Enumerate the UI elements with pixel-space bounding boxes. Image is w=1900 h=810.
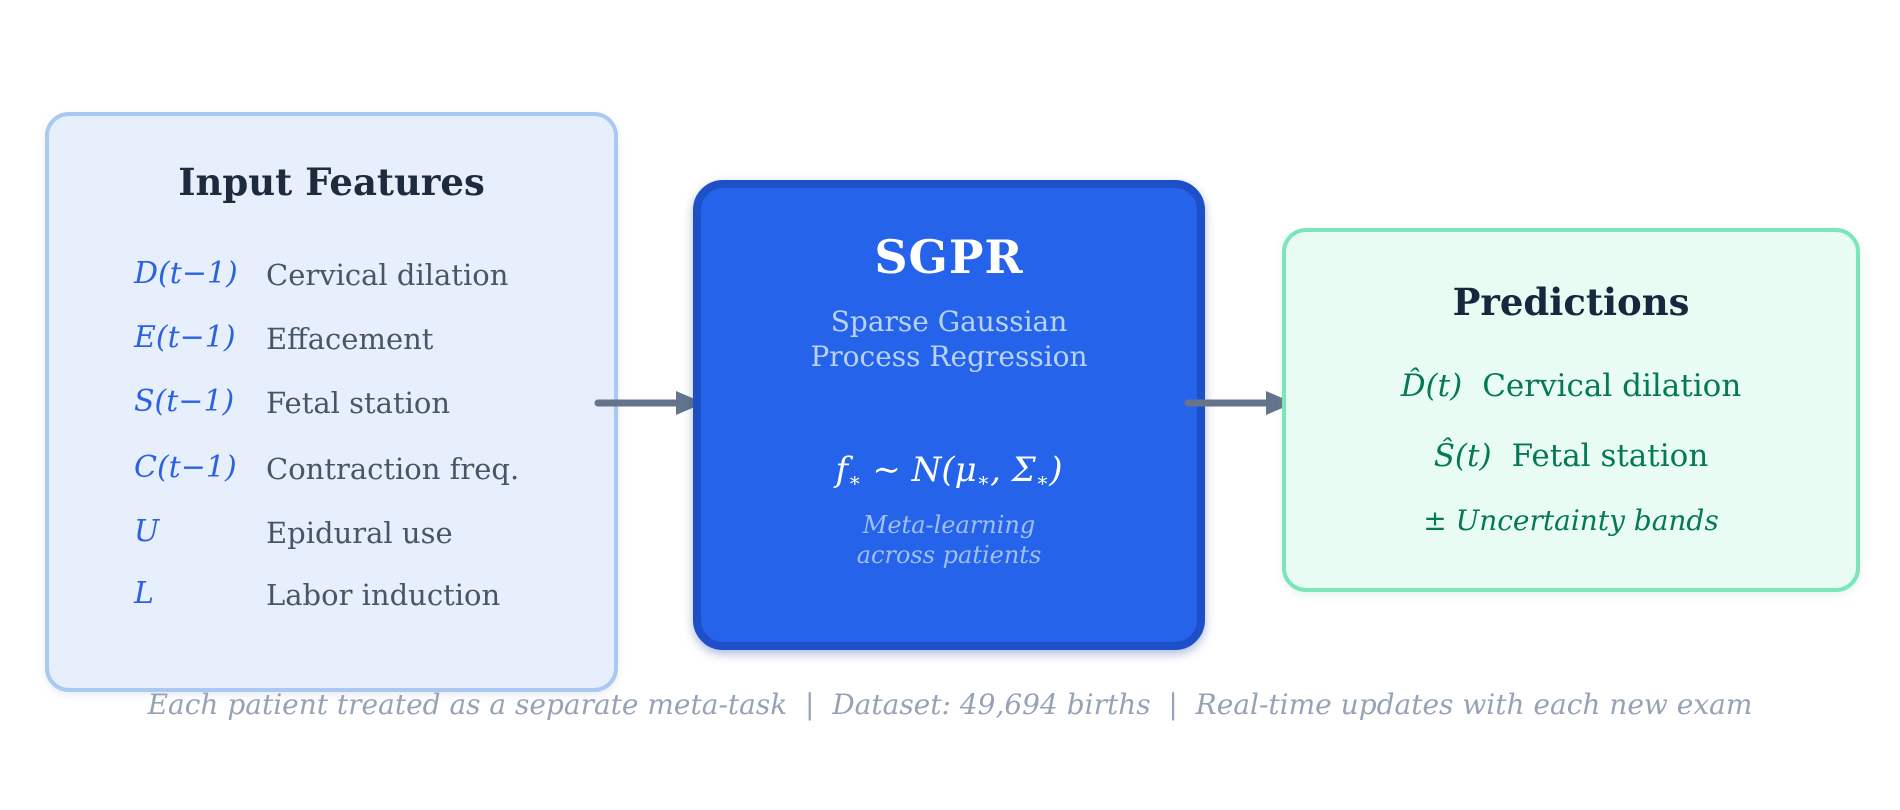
sgpr-model-box: SGPR Sparse Gaussian Process Regression … [693, 180, 1205, 650]
diagram-caption: Each patient treated as a separate meta-… [147, 688, 1753, 721]
prediction-label: Cervical dilation [1482, 368, 1742, 404]
formula-f: f [835, 450, 849, 490]
feature-label: Effacement [266, 322, 434, 356]
meta-learning-note-line2: across patients [856, 541, 1042, 569]
feature-label: Cervical dilation [266, 258, 509, 292]
formula-sub: ∗ [1035, 468, 1050, 492]
feature-row-labor-induction: L Labor induction [49, 576, 614, 618]
predictions-box: Predictions D̂(t) Cervical dilation Ŝ(t) F… [1282, 228, 1860, 592]
prediction-row-cervical-dilation: D̂(t) Cervical dilation [1286, 368, 1856, 404]
feature-row-fetal-station: S(t−1) Fetal station [49, 384, 614, 426]
feature-row-contraction-freq: C(t−1) Contraction freq. [49, 450, 614, 492]
feature-symbol: E(t−1) [134, 320, 236, 355]
prediction-row-fetal-station: Ŝ(t) Fetal station [1286, 438, 1856, 474]
uncertainty-bands-note: ± Uncertainty bands [1423, 504, 1719, 537]
feature-symbol: D(t−1) [134, 256, 238, 291]
arrow-input-to-model-icon [594, 391, 704, 415]
predictions-title: Predictions [1452, 280, 1690, 324]
sgpr-formula: f∗ ∼ N(μ∗, Σ∗) [701, 450, 1197, 492]
meta-learning-note: Meta-learning across patients [701, 510, 1197, 570]
formula-sub: ∗ [976, 468, 991, 492]
formula-sub: ∗ [848, 468, 862, 492]
prediction-symbol: D̂(t) [1400, 368, 1463, 404]
formula-sim: ∼ [861, 450, 912, 490]
feature-symbol: U [134, 514, 160, 549]
feature-symbol: L [134, 576, 154, 611]
feature-row-effacement: E(t−1) Effacement [49, 320, 614, 362]
sgpr-subtitle: Sparse Gaussian Process Regression [701, 304, 1197, 374]
feature-label: Labor induction [266, 578, 501, 612]
feature-row-epidural-use: U Epidural use [49, 514, 614, 556]
formula-sigma: , Σ [990, 450, 1036, 490]
prediction-symbol: Ŝ(t) [1433, 438, 1492, 474]
input-features-box: Input Features D(t−1) Cervical dilation … [45, 112, 618, 692]
prediction-label: Fetal station [1511, 438, 1709, 474]
sgpr-subtitle-line1: Sparse Gaussian [830, 305, 1068, 338]
formula-close: ) [1049, 450, 1063, 490]
feature-label: Contraction freq. [266, 452, 520, 486]
feature-label: Fetal station [266, 386, 451, 420]
sgpr-subtitle-line2: Process Regression [810, 340, 1088, 373]
formula-normal: N [911, 450, 942, 490]
formula-mu: (μ [941, 450, 977, 490]
input-features-title: Input Features [178, 160, 485, 204]
feature-symbol: C(t−1) [134, 450, 237, 485]
feature-symbol: S(t−1) [134, 384, 235, 419]
meta-learning-note-line1: Meta-learning [862, 511, 1036, 539]
feature-label: Epidural use [266, 516, 453, 550]
arrow-model-to-predictions-icon [1184, 391, 1294, 415]
sgpr-title: SGPR [874, 230, 1024, 284]
feature-row-cervical-dilation: D(t−1) Cervical dilation [49, 256, 614, 298]
